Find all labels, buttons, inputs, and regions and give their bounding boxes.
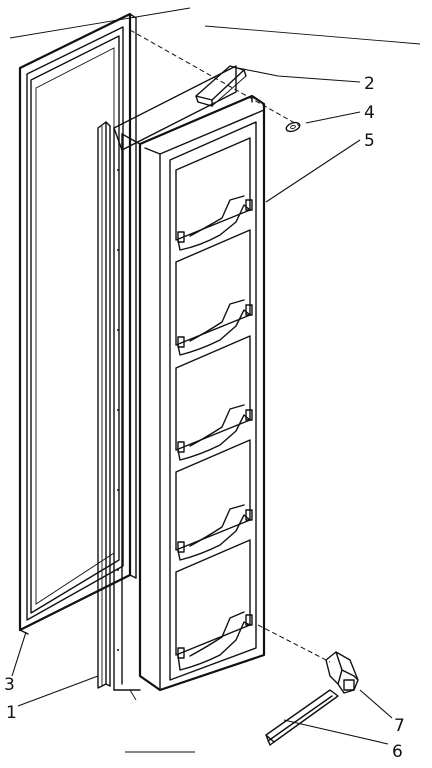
alignment-line	[129, 29, 301, 127]
leader-1	[17, 675, 99, 707]
screw	[285, 121, 301, 133]
reference-line	[9, 7, 191, 39]
door-side-strip	[97, 121, 111, 689]
leader-3	[11, 631, 27, 677]
hinge-bracket	[325, 651, 359, 694]
liner-shelf-3	[175, 335, 253, 461]
liner-shelf-2	[175, 229, 253, 356]
leader-6	[283, 719, 389, 745]
leader-7	[359, 689, 393, 719]
flange-screw-holes	[117, 169, 119, 651]
callout-5: 5	[364, 131, 375, 151]
alignment-line	[257, 624, 331, 663]
callout-1: 1	[6, 703, 17, 723]
liner-shelf-4	[175, 439, 253, 561]
callout-2: 2	[364, 74, 375, 94]
leader-4	[305, 111, 361, 124]
callout-6: 6	[392, 742, 403, 762]
leader-5	[265, 139, 361, 203]
callout-7: 7	[394, 716, 405, 736]
hinge-pin-bar	[265, 689, 339, 746]
leader-2	[237, 67, 361, 83]
reference-line	[204, 25, 421, 45]
door-liner	[113, 65, 266, 701]
liner-shelf-1	[175, 137, 253, 251]
callout-4: 4	[364, 103, 375, 123]
door-gasket-frame	[18, 12, 137, 635]
callout-3: 3	[4, 675, 15, 695]
liner-top-cap	[195, 65, 247, 107]
liner-shelf-5	[175, 539, 253, 671]
